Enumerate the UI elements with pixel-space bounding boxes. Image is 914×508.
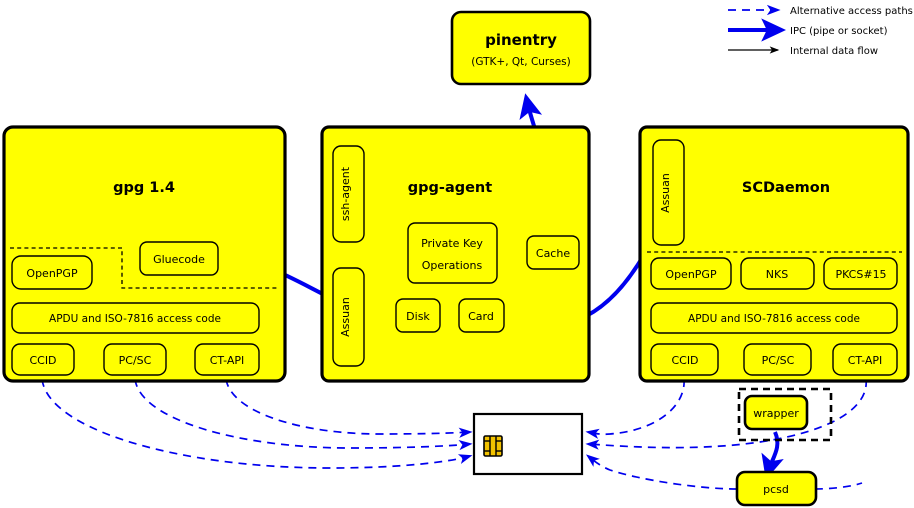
alt-scd-ctapi-to-card bbox=[585, 378, 867, 450]
legend-item-alternative-access-paths: Alternative access paths bbox=[728, 4, 913, 17]
gpg-agent-card-label: Card bbox=[468, 310, 494, 323]
scdaemon-assuan-box[interactable]: Assuan bbox=[652, 139, 685, 246]
scdaemon-driver-ccid[interactable]: CCID bbox=[650, 343, 719, 376]
wrapper-box[interactable]: wrapper bbox=[743, 394, 809, 431]
scdaemon-apdu-box[interactable]: APDU and ISO-7816 access code bbox=[650, 302, 898, 334]
gpg14-title: gpg 1.4 bbox=[113, 180, 175, 196]
scdaemon-driver-pcsc-label: PC/SC bbox=[762, 354, 795, 367]
gpg-agent-sshagent-box[interactable]: ssh-agent bbox=[332, 145, 365, 243]
legend-item-internal-data-flow: Internal data flow bbox=[728, 46, 878, 57]
gpg-agent-panel[interactable]: gpg-agent ssh-agent Assuan Private Key O… bbox=[320, 125, 591, 383]
gpg14-driver-pcsc[interactable]: PC/SC bbox=[103, 343, 167, 376]
alt-gpg-pcsc-to-card bbox=[134, 378, 473, 451]
scdaemon-app-nks[interactable]: NKS bbox=[740, 257, 815, 290]
gpg14-driver-pcsc-label: PC/SC bbox=[119, 354, 152, 367]
legend-label-1: IPC (pipe or socket) bbox=[790, 26, 888, 37]
scdaemon-app-pkcs15[interactable]: PKCS#15 bbox=[823, 257, 898, 290]
legend-label-2: Internal data flow bbox=[790, 46, 878, 57]
wrapper-group: wrapper bbox=[737, 387, 833, 442]
legend-label-0: Alternative access paths bbox=[790, 6, 913, 17]
gpg-agent-private-key-operations-box[interactable]: Private Key Operations bbox=[407, 222, 498, 284]
gpg14-driver-ccid-label: CCID bbox=[29, 354, 56, 367]
scdaemon-app-openpgp[interactable]: OpenPGP bbox=[650, 257, 732, 290]
scdaemon-driver-pcsc[interactable]: PC/SC bbox=[743, 343, 812, 376]
gpg-agent-pko-line2: Operations bbox=[422, 259, 483, 272]
scdaemon-panel[interactable]: SCDaemon Assuan OpenPGP NKS PKCS#15 bbox=[638, 125, 910, 383]
gpg-agent-cache-label: Cache bbox=[536, 247, 570, 260]
gpg14-apdu-box[interactable]: APDU and ISO-7816 access code bbox=[11, 302, 260, 334]
alt-scd-ccid-to-card bbox=[585, 378, 685, 439]
gpg14-panel[interactable]: gpg 1.4 Gluecode OpenPGP APDU and ISO-78… bbox=[2, 125, 287, 383]
gpg-agent-disk-box[interactable]: Disk bbox=[395, 298, 441, 333]
gpg14-dashed-separator bbox=[10, 247, 279, 289]
smartcard[interactable] bbox=[472, 412, 584, 476]
pinentry-box[interactable]: pinentry (GTK+, Qt, Curses) bbox=[450, 10, 592, 86]
scdaemon-app-pkcs15-label: PKCS#15 bbox=[835, 268, 886, 281]
gpg-agent-pko-line1: Private Key bbox=[421, 237, 483, 250]
scdaemon-app-openpgp-label: OpenPGP bbox=[665, 268, 717, 281]
pcsd-label: pcsd bbox=[763, 483, 789, 496]
gpg14-openpgp-box[interactable]: OpenPGP bbox=[11, 255, 93, 290]
smartcard-chip-icon bbox=[483, 435, 503, 457]
ipc-wrapper-to-pcsd bbox=[761, 431, 784, 480]
gpg-agent-assuan-box[interactable]: Assuan bbox=[332, 267, 365, 367]
scdaemon-assuan-label: Assuan bbox=[659, 173, 672, 213]
gpg14-gluecode-label: Gluecode bbox=[153, 253, 205, 266]
gpg-agent-cache-box[interactable]: Cache bbox=[526, 235, 580, 270]
scdaemon-driver-ccid-label: CCID bbox=[671, 354, 698, 367]
gpg-agent-title: gpg-agent bbox=[408, 180, 492, 196]
legend-item-ipc: IPC (pipe or socket) bbox=[728, 18, 888, 42]
scdaemon-app-nks-label: NKS bbox=[766, 268, 788, 281]
gpg-agent-assuan-label: Assuan bbox=[339, 297, 352, 337]
gpg-agent-sshagent-label: ssh-agent bbox=[339, 166, 352, 221]
gpg14-apdu-label: APDU and ISO-7816 access code bbox=[49, 313, 221, 325]
pinentry-title: pinentry bbox=[485, 31, 557, 49]
legend: Alternative access paths IPC (pipe or so… bbox=[728, 4, 913, 57]
gpg14-driver-ccid[interactable]: CCID bbox=[11, 343, 75, 376]
gpg-agent-disk-label: Disk bbox=[406, 310, 430, 323]
gpg14-driver-ctapi[interactable]: CT-API bbox=[194, 343, 260, 376]
alt-pcsd-right-stub bbox=[814, 482, 863, 490]
alt-pcsd-to-card bbox=[586, 454, 738, 490]
pinentry-subtitle: (GTK+, Qt, Curses) bbox=[471, 56, 571, 68]
gpg14-driver-ctapi-label: CT-API bbox=[210, 354, 245, 367]
gpg14-openpgp-label: OpenPGP bbox=[26, 267, 78, 280]
scdaemon-driver-ctapi[interactable]: CT-API bbox=[832, 343, 898, 376]
wrapper-label: wrapper bbox=[753, 407, 799, 420]
scdaemon-title: SCDaemon bbox=[742, 180, 830, 196]
gpg14-gluecode-box[interactable]: Gluecode bbox=[139, 241, 219, 276]
alt-gpg-ctapi-to-card bbox=[225, 378, 473, 438]
pcsd-box[interactable]: pcsd bbox=[735, 470, 818, 507]
alt-gpg-ccid-to-card bbox=[41, 378, 473, 469]
scdaemon-apdu-label: APDU and ISO-7816 access code bbox=[688, 313, 860, 325]
scdaemon-driver-ctapi-label: CT-API bbox=[848, 354, 883, 367]
gpg-agent-card-box[interactable]: Card bbox=[458, 298, 505, 333]
